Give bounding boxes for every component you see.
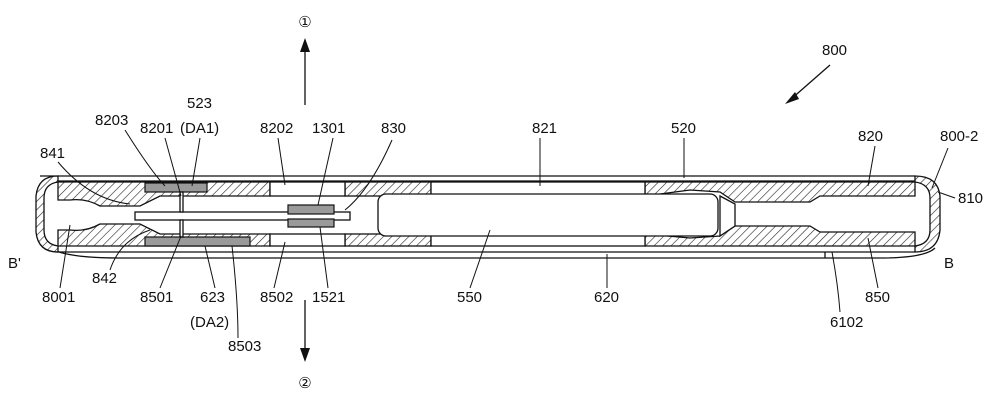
display-623-da2 (144, 236, 251, 247)
section-left-label: B' (8, 255, 21, 272)
label-6102: 6102 (830, 314, 863, 331)
label-520: 520 (671, 120, 696, 137)
section-right-label: B (944, 255, 954, 272)
direction-down-label: ② (298, 375, 311, 392)
label-623: 623 (200, 289, 225, 306)
label-8203: 8203 (95, 112, 128, 129)
upper-frame-right (644, 181, 916, 203)
connector-1301 (287, 204, 335, 215)
label-da2: (DA2) (190, 314, 229, 331)
leader-lines (57, 129, 956, 339)
device-arrow (785, 64, 831, 104)
label-820: 820 (858, 128, 883, 145)
label-850: 850 (865, 289, 890, 306)
connector-1521 (287, 218, 335, 228)
arrow-up (300, 38, 310, 105)
left-edge-cap (35, 175, 59, 253)
label-8202: 8202 (260, 120, 293, 137)
label-841: 841 (40, 145, 65, 162)
label-620: 620 (594, 289, 619, 306)
label-821: 821 (532, 120, 557, 137)
device-label-800: 800 (822, 42, 847, 59)
label-842: 842 (92, 270, 117, 287)
inner-space-8502 (269, 233, 346, 247)
label-8502: 8502 (260, 289, 293, 306)
outer-housing (40, 175, 936, 259)
label-800-2: 800-2 (940, 128, 978, 145)
right-edge-cap-810 (914, 175, 941, 253)
right-support (719, 194, 736, 238)
arrow-down (300, 300, 310, 362)
circuit-board-830 (134, 211, 351, 221)
label-810: 810 (958, 190, 983, 207)
label-8001: 8001 (42, 289, 75, 306)
label-8503: 8503 (228, 338, 261, 355)
direction-up-label: ① (298, 14, 311, 31)
label-550: 550 (457, 289, 482, 306)
label-8501: 8501 (140, 289, 173, 306)
label-8201: 8201 (140, 120, 173, 137)
display-523-da1 (144, 182, 208, 193)
post-8501 (179, 219, 184, 238)
post-8201 (179, 191, 184, 213)
label-da1: (DA1) (180, 120, 219, 137)
label-830: 830 (381, 120, 406, 137)
battery-550 (377, 193, 719, 237)
label-523: 523 (187, 95, 212, 112)
label-1301: 1301 (312, 120, 345, 137)
inner-space-8202 (269, 181, 346, 197)
label-1521: 1521 (312, 289, 345, 306)
